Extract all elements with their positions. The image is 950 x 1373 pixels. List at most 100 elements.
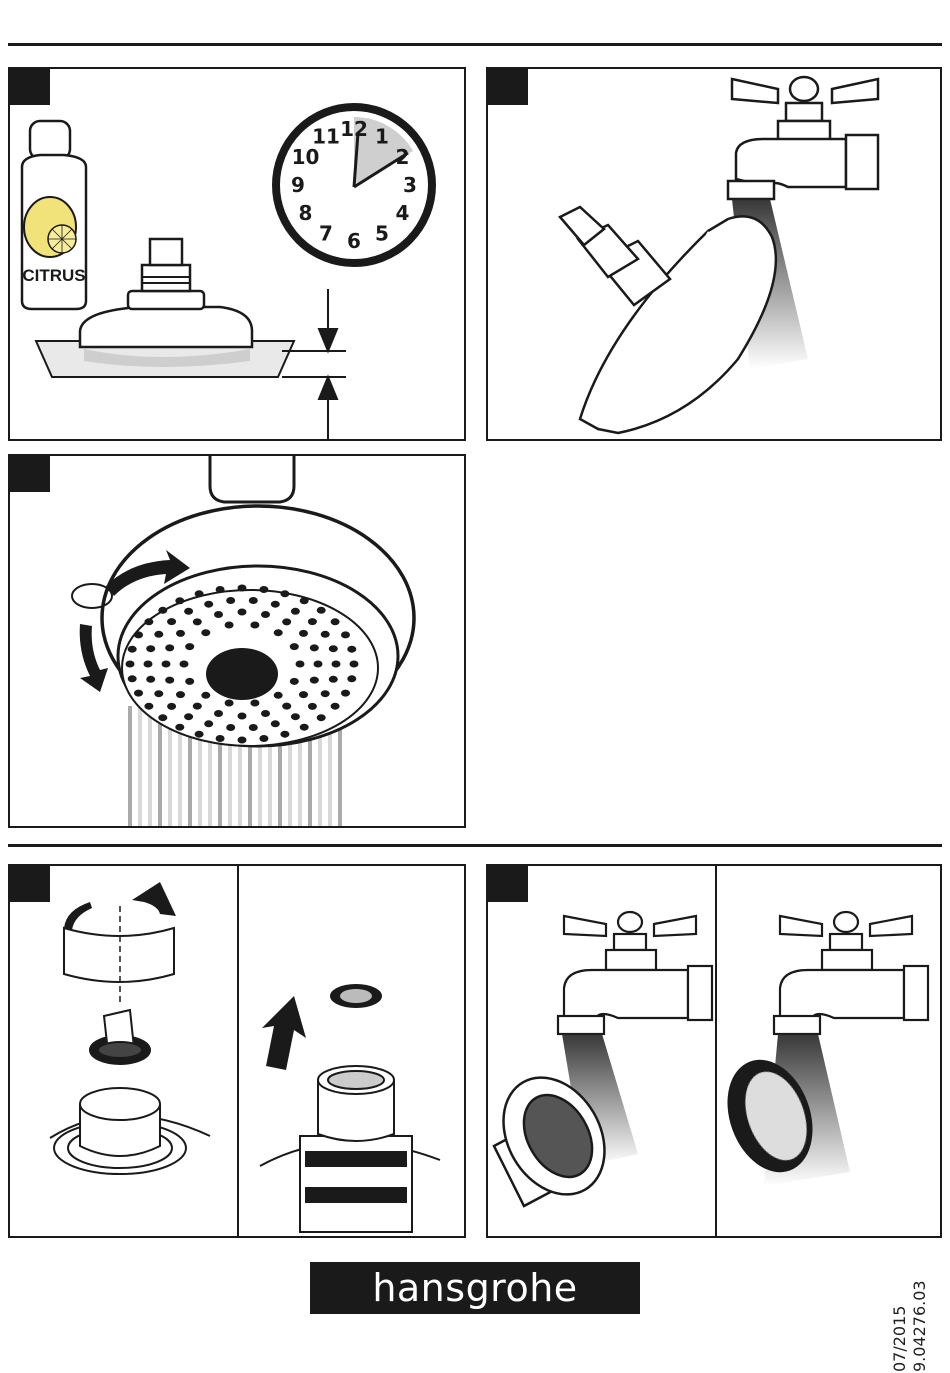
- nozzle: [347, 646, 356, 653]
- clock-number: 10: [292, 145, 320, 169]
- nozzle: [280, 590, 289, 597]
- nozzle: [308, 703, 317, 710]
- nozzle: [144, 703, 153, 710]
- nozzle: [290, 643, 299, 650]
- clock-number: 11: [312, 125, 340, 149]
- unscrew-arrow-icon: [64, 882, 176, 1006]
- nozzle: [216, 735, 225, 742]
- nozzle: [158, 607, 167, 614]
- nozzle: [144, 661, 153, 668]
- clock-number: 1: [375, 125, 389, 149]
- nozzle: [280, 731, 289, 738]
- nozzle: [167, 703, 176, 710]
- nozzle: [225, 700, 234, 707]
- nozzle: [238, 585, 247, 592]
- nozzle: [350, 661, 359, 668]
- nozzle: [274, 629, 283, 636]
- nozzle: [225, 622, 234, 629]
- nozzle: [296, 661, 305, 668]
- shower-inlet-icon: [50, 1088, 210, 1174]
- nozzle: [299, 691, 308, 698]
- filter-screen-icon: [330, 984, 382, 1008]
- step-panel-rinse-parts: [486, 864, 942, 1238]
- nozzle: [341, 690, 350, 697]
- nozzle: [282, 618, 291, 625]
- water-stream: [148, 706, 152, 828]
- nozzle: [201, 629, 210, 636]
- clock-number: 9: [291, 173, 305, 197]
- faucet-icon: [728, 77, 878, 199]
- nozzle: [271, 601, 280, 608]
- nozzle: [310, 644, 319, 651]
- nozzle: [180, 661, 189, 668]
- nozzle: [341, 631, 350, 638]
- nozzle: [259, 586, 268, 593]
- depth-arrows-icon: [282, 289, 346, 441]
- step-panel-rinse: [486, 67, 942, 441]
- nozzle: [134, 631, 143, 638]
- nozzle: [308, 618, 317, 625]
- nozzle: [317, 714, 326, 721]
- nozzle: [184, 713, 193, 720]
- nozzle: [274, 692, 283, 699]
- clock-number: 7: [319, 222, 333, 246]
- nozzle: [128, 675, 137, 682]
- nozzle: [226, 724, 235, 731]
- nozzle: [195, 590, 204, 597]
- shower-head-tilted-icon: [560, 207, 776, 433]
- nozzle: [175, 724, 184, 731]
- nozzle: [290, 678, 299, 685]
- nozzle: [165, 677, 174, 684]
- nozzle: [329, 645, 338, 652]
- check-valve-icon: [90, 1010, 150, 1064]
- nozzle: [250, 700, 259, 707]
- document-info: 07/2015 9.04276.03: [890, 1280, 930, 1372]
- nozzle: [175, 597, 184, 604]
- nozzle: [300, 597, 309, 604]
- nozzle: [321, 631, 330, 638]
- nozzle: [310, 677, 319, 684]
- clock-number: 12: [340, 117, 368, 141]
- nozzle: [162, 661, 171, 668]
- clock-number: 6: [347, 229, 361, 253]
- nozzle: [249, 597, 258, 604]
- clock-number: 3: [403, 173, 417, 197]
- step-panel-remove-filter: [8, 864, 466, 1238]
- top-rule: [8, 43, 942, 46]
- nozzle: [144, 618, 153, 625]
- nozzle: [214, 611, 223, 618]
- nozzle: [238, 737, 247, 744]
- shower-face-icon: [102, 456, 414, 746]
- document-date: 07/2015: [890, 1280, 910, 1372]
- nozzle: [167, 618, 176, 625]
- nozzle: [154, 631, 163, 638]
- nozzle: [134, 690, 143, 697]
- nozzle: [214, 710, 223, 717]
- nozzle: [299, 630, 308, 637]
- citrus-bottle-icon: CITRUS: [22, 121, 86, 309]
- nozzle: [249, 724, 258, 731]
- nozzle: [329, 676, 338, 683]
- clock-number: 5: [375, 222, 389, 246]
- nozzle: [146, 676, 155, 683]
- brand-logo: hansgrohe: [310, 1262, 640, 1314]
- nozzle: [291, 608, 300, 615]
- nozzle: [331, 703, 340, 710]
- step-panel-soak: CITRUS 121234567891011: [8, 67, 466, 441]
- nozzle: [226, 597, 235, 604]
- nozzle: [128, 646, 137, 653]
- faucet-icon: [558, 912, 712, 1034]
- shower-head-soaking-icon: [80, 239, 252, 367]
- nozzle: [176, 691, 185, 698]
- nozzle: [250, 622, 259, 629]
- nozzle: [238, 713, 247, 720]
- nozzle: [259, 735, 268, 742]
- nozzle: [271, 720, 280, 727]
- faucet-icon: [774, 912, 928, 1034]
- nozzle: [317, 607, 326, 614]
- nozzle: [201, 692, 210, 699]
- nozzle: [314, 661, 323, 668]
- nozzle: [332, 661, 341, 668]
- nozzle: [193, 618, 202, 625]
- nozzle: [185, 678, 194, 685]
